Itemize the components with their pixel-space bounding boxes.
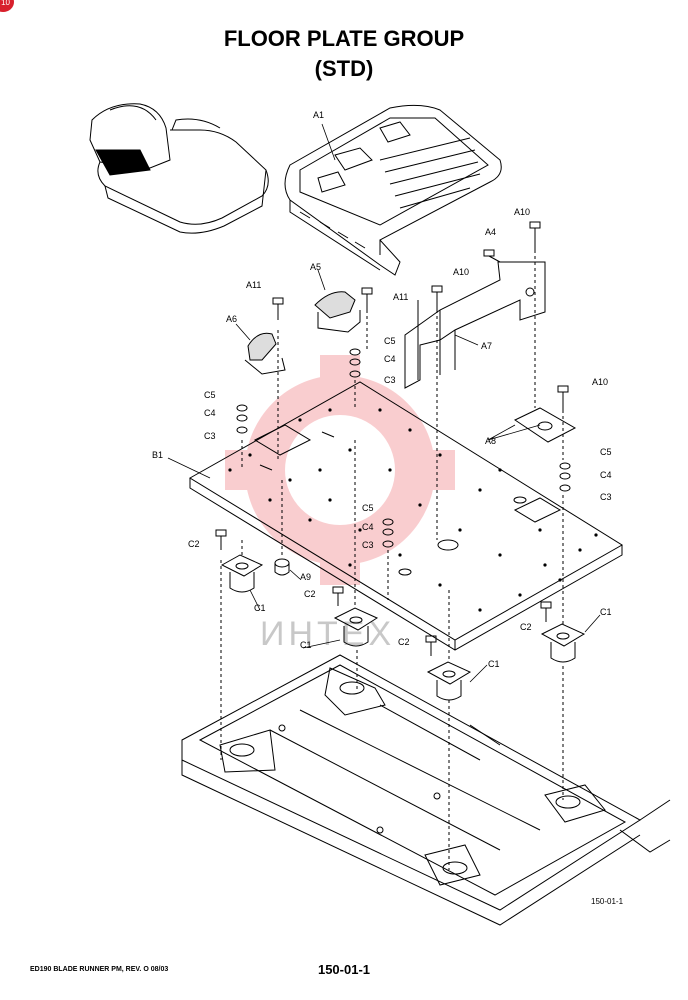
bolt-A11-left (272, 297, 284, 320)
spacer-A9 (274, 558, 290, 576)
footer-page-number: 150-01-1 (317, 962, 371, 977)
callout-C1-right: C1 (600, 607, 612, 617)
page-title: FLOOR PLATE GROUP (223, 26, 465, 51)
page-corner-badge: 10 (0, 0, 14, 12)
callout-C1-left: C1 (254, 603, 266, 613)
callout-A9: A9 (300, 572, 311, 582)
callout-C1-lower: C1 (488, 659, 500, 669)
callout-C4-left: C4 (204, 408, 216, 418)
callout-A4: A4 (485, 227, 496, 237)
bolt-A10-mid (431, 285, 443, 310)
callout-C2-right: C2 (520, 622, 532, 632)
callout-A10-mid: A10 (453, 267, 469, 277)
isolator-C1-lower (426, 661, 472, 701)
callout-A1: A1 (313, 110, 324, 120)
callout-C3-center-top: C3 (384, 375, 396, 385)
bolt-A4 (483, 249, 501, 263)
callout-C3-right: C3 (600, 492, 612, 502)
callout-C3-left: C3 (204, 431, 216, 441)
callout-C4-center-top: C4 (384, 354, 396, 364)
callout-C2-lower: C2 (398, 637, 410, 647)
washer-stack-center-top (349, 348, 361, 378)
callout-C5-center-low: C5 (362, 503, 374, 513)
footer-document-id: ED190 BLADE RUNNER PM, REV. O 08/03 (30, 966, 169, 973)
bolt-A10-top (529, 221, 541, 250)
isolator-C1-right (540, 623, 586, 663)
machine-frame (181, 654, 671, 926)
callout-A5: A5 (310, 262, 321, 272)
callout-A6: A6 (226, 314, 237, 324)
callout-C5-center-top: C5 (384, 336, 396, 346)
bolt-C2-left (215, 529, 227, 550)
callout-C2-left: C2 (188, 539, 200, 549)
bolt-A10-right (557, 385, 569, 410)
alignment-lines (220, 250, 564, 870)
callout-C5-left: C5 (204, 390, 216, 400)
plate-A8 (513, 407, 577, 443)
bolt-C2-lower (425, 635, 437, 656)
pedal-A5 (314, 291, 361, 333)
watermark-gear (225, 355, 455, 585)
callout-C5-right: C5 (600, 447, 612, 457)
callout-A11-left: A11 (246, 280, 261, 290)
callout-C4-right: C4 (600, 470, 612, 480)
washer-stack-left (236, 404, 248, 434)
callout-A10-right: A10 (592, 377, 608, 387)
floor-mat-A1 (284, 104, 502, 276)
isolator-C1-left (220, 554, 264, 593)
callout-C4-center-low: C4 (362, 522, 374, 532)
callout-A10-top: A10 (514, 207, 530, 217)
leader-lines (167, 123, 601, 683)
figure-reference: 150-01-1 (591, 897, 624, 906)
seat-illustration (89, 103, 269, 234)
washer-stack-right (559, 462, 571, 492)
isolator-C1-center (333, 607, 379, 647)
bolt-C2-right (540, 601, 552, 622)
pedal-A6 (244, 332, 286, 375)
washer-stack-center-low (382, 518, 394, 548)
callout-C1-center: C1 (300, 640, 312, 650)
callout-C2-center: C2 (304, 589, 316, 599)
watermark-text: ИНТЕХ (260, 615, 395, 653)
page-subtitle: (STD) (314, 56, 374, 81)
callout-A11-right: A11 (393, 292, 408, 302)
callout-A7: A7 (481, 341, 492, 351)
bracket-A7 (404, 261, 546, 389)
bolt-A11-right (361, 287, 373, 310)
bolt-C2-center (332, 586, 344, 606)
callout-B1: B1 (152, 450, 163, 460)
floor-plate-B1 (189, 381, 623, 651)
callout-C3-center-low: C3 (362, 540, 374, 550)
callout-A8: A8 (485, 436, 496, 446)
